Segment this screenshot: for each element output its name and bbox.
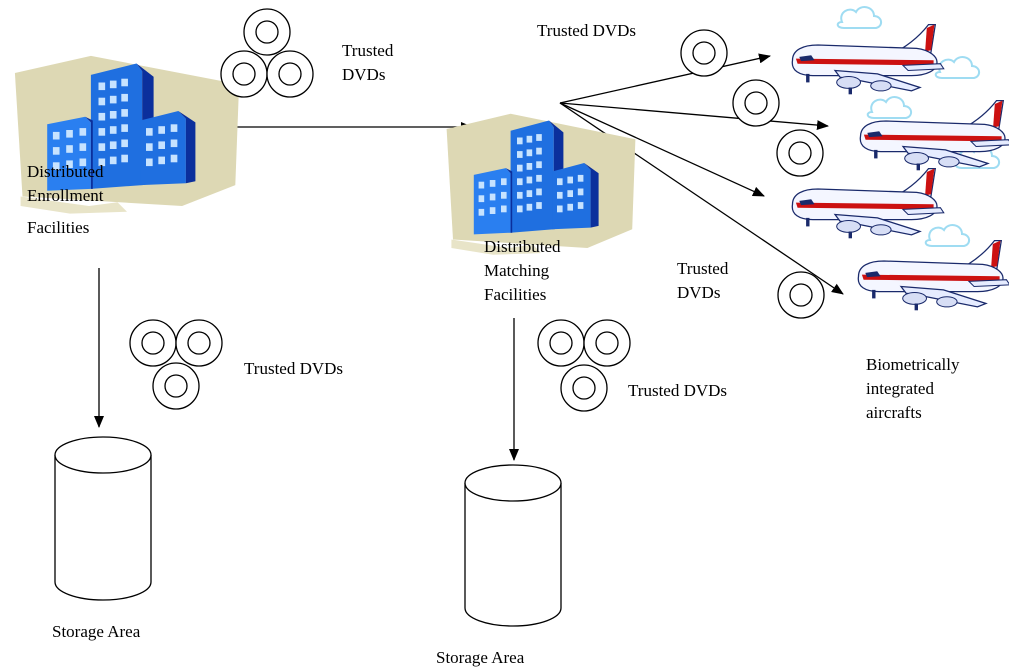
dvd-group-matching-storage-icon [537, 319, 631, 412]
airplane-icon [791, 167, 945, 239]
airplane-icon [859, 99, 1009, 171]
matching-building-icon [446, 113, 636, 255]
arrow-to-aircraft-1 [559, 53, 771, 104]
cloud-icon [866, 96, 913, 119]
enrollment-storage-label: Storage Area [52, 622, 141, 641]
aircraft-label: Biometrically integrated aircrafts [866, 355, 960, 422]
enrollment-dvd-label: Trusted DVDs [244, 359, 344, 378]
aircraft-bottom-dvd-label: Trusted DVDs [677, 259, 729, 302]
dvd-group-transfer-icon [220, 8, 314, 98]
enrollment-facility-label: Distributed Enrollment Facilities [27, 162, 104, 237]
matching-dvd-label: Trusted DVDs [628, 381, 728, 400]
aircraft-group [791, 6, 1009, 311]
arrow-to-aircraft-3 [559, 102, 765, 197]
dvd-aircraft-route-icons [680, 29, 825, 319]
airplane-icon [791, 23, 945, 95]
matching-storage-label: Storage Area [436, 648, 525, 667]
dvd-group-enrollment-storage-icon [129, 319, 223, 410]
airplane-icon [857, 239, 1009, 311]
enrollment-storage-cylinder-icon [54, 436, 152, 601]
matching-storage-cylinder-icon [464, 464, 562, 627]
matching-facility-label: Distributed Matching Facilities [484, 237, 561, 304]
aircraft-top-dvd-label: Trusted DVDs [537, 21, 637, 40]
cloud-icon [836, 6, 883, 30]
arrow-to-aircraft-2 [559, 102, 829, 131]
cloud-icon [924, 224, 971, 247]
transfer-dvd-label: Trusted DVDs [342, 41, 394, 84]
